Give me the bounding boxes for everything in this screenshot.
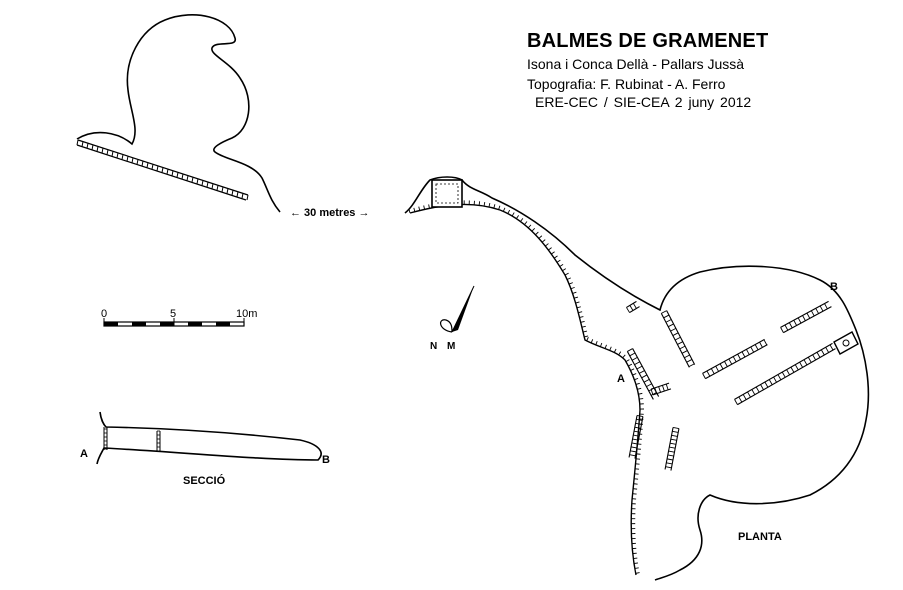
- survey-authors: Topografia: F. Rubinat - A. Ferro: [527, 76, 726, 92]
- north-label-n: N: [430, 341, 437, 352]
- plan-inner-wall: [409, 203, 641, 576]
- entrance-block: [431, 179, 463, 208]
- section-point-b: B: [322, 454, 330, 466]
- plan-point-b: B: [830, 281, 838, 293]
- upper-cave-outline: [76, 14, 281, 213]
- scale-bar: 0 5 10m: [101, 308, 257, 327]
- scale-tick-0: 0: [101, 308, 107, 320]
- section-label: SECCIÓ: [183, 474, 226, 487]
- scale-tick-5: 5: [170, 308, 176, 320]
- upper-cave-wall: [76, 139, 249, 201]
- distance-label: ← 30 metres →: [290, 207, 369, 219]
- survey-credits: ERE-CEC / SIE-CEA 2 juny 2012: [535, 94, 752, 110]
- section-profile: A B SECCIÓ: [80, 411, 330, 487]
- section-point-a: A: [80, 448, 88, 460]
- survey-location: Isona i Conca Dellà - Pallars Jussà: [527, 56, 745, 72]
- plan-block: [833, 331, 859, 355]
- north-label-m: M: [447, 341, 455, 352]
- survey-title: BALMES DE GRAMENET: [527, 30, 769, 52]
- plan-outline: [404, 176, 870, 581]
- plan-point-a: A: [617, 373, 625, 385]
- plan-label: PLANTA: [738, 531, 782, 543]
- scale-tick-10: 10m: [236, 308, 257, 320]
- north-arrow-icon: N M: [430, 285, 475, 352]
- plan-hatched-segments: [626, 300, 836, 471]
